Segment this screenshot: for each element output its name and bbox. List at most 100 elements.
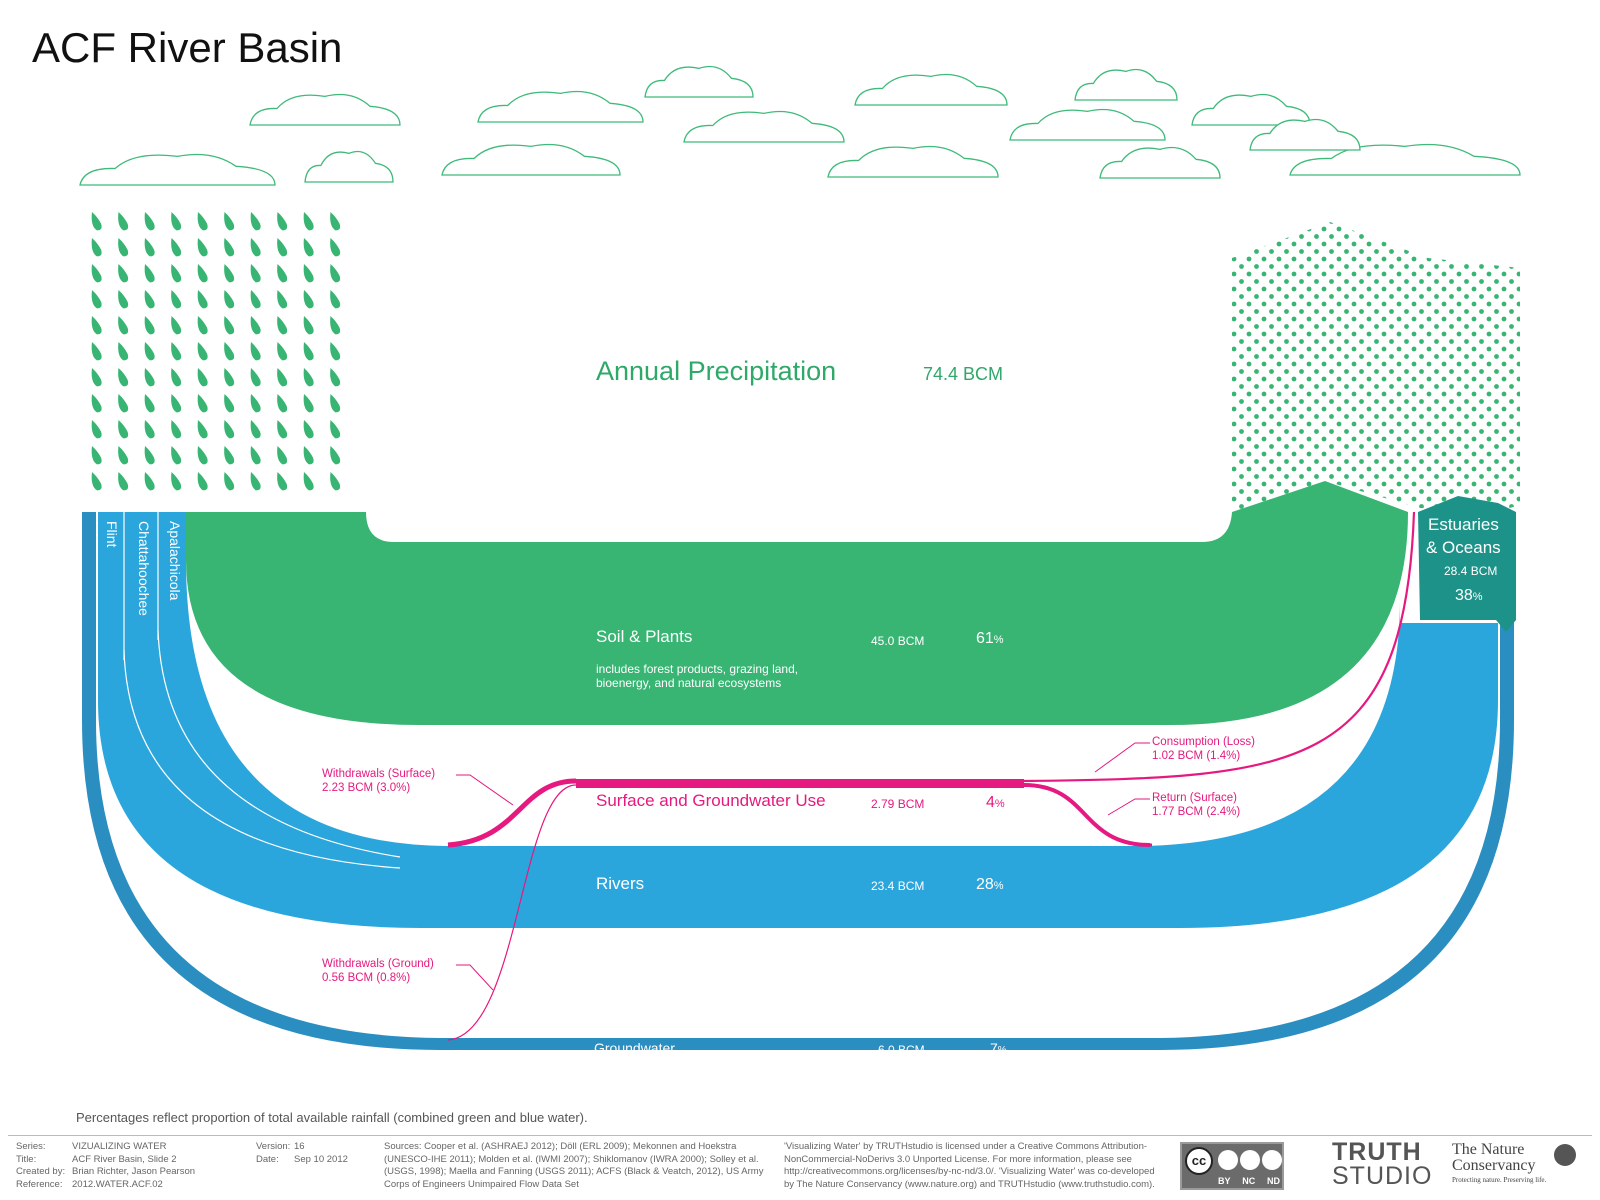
tnc-tagline: Protecting nature. Preserving life.: [1452, 1176, 1547, 1184]
footer-version: Version:16 Date: Sep 10 2012: [256, 1141, 348, 1166]
rain-drop: [247, 444, 262, 466]
rain-drop: [194, 236, 209, 258]
cloud: [1289, 143, 1521, 176]
cloud: [1099, 146, 1221, 179]
truth-text: TRUTH: [1332, 1138, 1422, 1166]
rain-drop: [194, 366, 209, 388]
rain-drop: [88, 366, 103, 388]
rivers-label: Rivers: [596, 874, 645, 893]
rain-drop: [115, 444, 130, 466]
license-line-2: NonCommercial-NoDerivs 3.0 Unported Lice…: [784, 1153, 1132, 1165]
rivers-band: [98, 512, 1498, 928]
cloud: [304, 150, 394, 183]
precipitation-label: Annual Precipitation: [596, 356, 837, 386]
rain-drop: [247, 236, 262, 258]
river-divider-curve-1: [123, 649, 401, 869]
cloud: [441, 143, 621, 176]
rain-drop: [327, 314, 342, 336]
rain-drop: [88, 444, 103, 466]
rain-drop: [300, 470, 315, 492]
rain-drop: [88, 340, 103, 362]
rain-drop: [221, 444, 236, 466]
title-value: ACF River Basin, Slide 2: [72, 1153, 177, 1165]
title-label: Title:: [16, 1153, 37, 1165]
rain-drop: [300, 288, 315, 310]
rain-drop: [141, 288, 156, 310]
rain-drop: [168, 210, 183, 232]
rain-drop: [300, 444, 315, 466]
cloud: [249, 93, 401, 126]
use-label: Surface and Groundwater Use: [596, 791, 826, 810]
rain-drop: [300, 366, 315, 388]
rain-drop: [141, 262, 156, 284]
cloud: [827, 145, 999, 178]
rain-drop: [327, 418, 342, 440]
rain-drop: [247, 470, 262, 492]
rain-drop: [247, 288, 262, 310]
river-name-apalachicola: Apalachicola: [167, 521, 183, 601]
truthstudio-logo: TRUTH STUDIO: [1332, 1138, 1433, 1190]
rain-drop: [327, 340, 342, 362]
rain-drop: [247, 262, 262, 284]
rain-drop: [168, 470, 183, 492]
rain-drop: [300, 314, 315, 336]
cc-icon: cc: [1185, 1147, 1213, 1175]
rain-drop: [274, 314, 289, 336]
rain-drop: [247, 392, 262, 414]
version-label: Version:: [256, 1141, 291, 1152]
rain-drop: [194, 392, 209, 414]
rain-drop: [300, 392, 315, 414]
clouds: [79, 65, 1521, 186]
footnote: Percentages reflect proportion of total …: [76, 1110, 588, 1125]
created-label: Created by:: [16, 1166, 66, 1177]
date-label: Date:: [256, 1153, 279, 1165]
rain-drop: [221, 236, 236, 258]
rain-drop: [141, 418, 156, 440]
rain-drop: [141, 392, 156, 414]
date-value: Sep 10 2012: [294, 1153, 348, 1165]
rain-drop: [194, 288, 209, 310]
version-value: 16: [294, 1141, 305, 1152]
cc-by-text: BY: [1218, 1176, 1231, 1186]
nc-icon: [1240, 1150, 1260, 1170]
rain-drop: [88, 392, 103, 414]
evaporation-dots: [1232, 222, 1520, 512]
soil-note-line2: bioenergy, and natural ecosystems: [596, 676, 782, 690]
tnc-line2: Conservancy: [1452, 1157, 1536, 1174]
consumption-flow: [1023, 511, 1416, 783]
return-surface-line2: 1.77 BCM (2.4%): [1152, 806, 1241, 818]
soil-label: Soil & Plants: [596, 627, 693, 646]
consumption-label: Consumption (Loss) 1.02 BCM (1.4%): [1152, 735, 1255, 763]
rain-drop: [274, 392, 289, 414]
rain-drop: [327, 210, 342, 232]
cloud: [1074, 68, 1178, 101]
rain-drop: [327, 288, 342, 310]
withdrawals-ground-line1: Withdrawals (Ground): [322, 958, 434, 970]
rain-drop: [327, 470, 342, 492]
soil-pct: 61%: [976, 630, 1004, 647]
use-value: 2.79 BCM: [871, 797, 925, 811]
studio-text: STUDIO: [1332, 1162, 1433, 1190]
rain-drop: [327, 366, 342, 388]
by-icon: [1218, 1150, 1238, 1170]
tnc-line1: The Nature: [1452, 1141, 1525, 1158]
rain-drop: [88, 262, 103, 284]
cc-nc-text: NC: [1242, 1176, 1256, 1186]
rain-drop: [247, 210, 262, 232]
rain-drop: [274, 236, 289, 258]
rain-drop: [115, 366, 130, 388]
rain-drop: [194, 262, 209, 284]
cloud: [644, 65, 754, 98]
rain-drop: [194, 470, 209, 492]
cloud: [477, 90, 644, 123]
cloud: [1249, 118, 1361, 151]
rain-drop: [194, 340, 209, 362]
rain-drop: [274, 340, 289, 362]
rain-drop: [115, 236, 130, 258]
river-name-flint: Flint: [104, 521, 120, 548]
tnc-leaf-icon: [1554, 1144, 1576, 1166]
footer-meta: Series:VIZUALIZING WATER Title:ACF River…: [16, 1141, 195, 1191]
rain-drop: [115, 392, 130, 414]
